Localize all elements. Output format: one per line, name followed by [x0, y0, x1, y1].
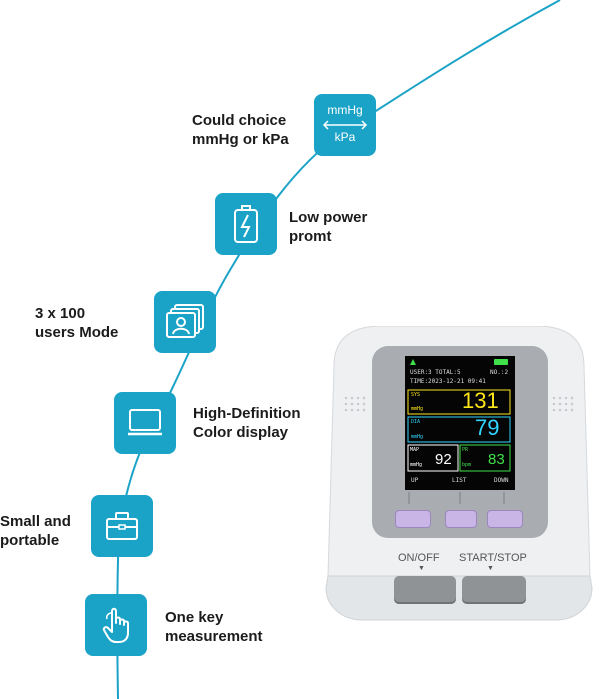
map-label: MAP	[410, 447, 420, 453]
feature-unit-text: Could choice mmHg or kPa	[192, 112, 289, 148]
up-button[interactable]	[395, 510, 431, 528]
start-stop-label: START/STOP	[459, 552, 527, 564]
sys-label: SYS	[411, 392, 421, 398]
pr-value: 83	[488, 451, 505, 468]
unit-mmhg-label: mmHg	[327, 103, 363, 117]
dia-unit: mmHg	[411, 434, 424, 440]
briefcase-icon	[91, 495, 153, 557]
map-unit: mmHg	[410, 462, 423, 468]
down-button[interactable]	[487, 510, 523, 528]
screen-user-line: USER:3 TOTAL:5	[410, 369, 461, 376]
feature-portable-text: Small and portable	[0, 513, 71, 549]
on-off-button[interactable]	[394, 576, 456, 604]
list-button[interactable]	[445, 510, 477, 528]
screen-time-line: TIME:2023-12-21 09:41	[410, 378, 486, 385]
dia-value: 79	[475, 415, 500, 440]
screen-no-label: NO.:2	[490, 369, 509, 376]
on-off-label: ON/OFF	[398, 552, 440, 564]
feature-users-text: 3 x 100 users Mode	[35, 305, 119, 341]
tap-hand-icon	[85, 594, 147, 656]
user-profiles-icon	[154, 291, 216, 353]
pr-unit: bpm	[462, 462, 472, 468]
sys-unit: mmHg	[411, 406, 424, 412]
pr-label: PR	[462, 447, 469, 453]
start-stop-arrow-icon: ▼	[487, 565, 494, 572]
unit-switch-icon: mmHg kPa	[314, 94, 376, 156]
dia-label: DIA	[411, 419, 421, 425]
battery-icon	[215, 193, 277, 255]
map-value: 92	[435, 451, 452, 468]
sys-value: 131	[462, 388, 499, 413]
unit-kpa-label: kPa	[334, 130, 356, 144]
feature-power-text: Low power promt	[289, 209, 368, 245]
soft-label-list: LIST	[452, 477, 467, 484]
blood-pressure-monitor: USER:3 TOTAL:5 NO.:2 TIME:2023-12-21 09:…	[322, 326, 596, 622]
soft-label-up: UP	[411, 477, 419, 484]
start-stop-button[interactable]	[462, 576, 526, 604]
soft-label-down: DOWN	[494, 477, 509, 484]
on-off-arrow-icon: ▼	[418, 565, 425, 572]
feature-display-text: High-Definition Color display	[193, 405, 301, 441]
feature-onekey-text: One key measurement	[165, 609, 263, 645]
monitor-icon	[114, 392, 176, 454]
